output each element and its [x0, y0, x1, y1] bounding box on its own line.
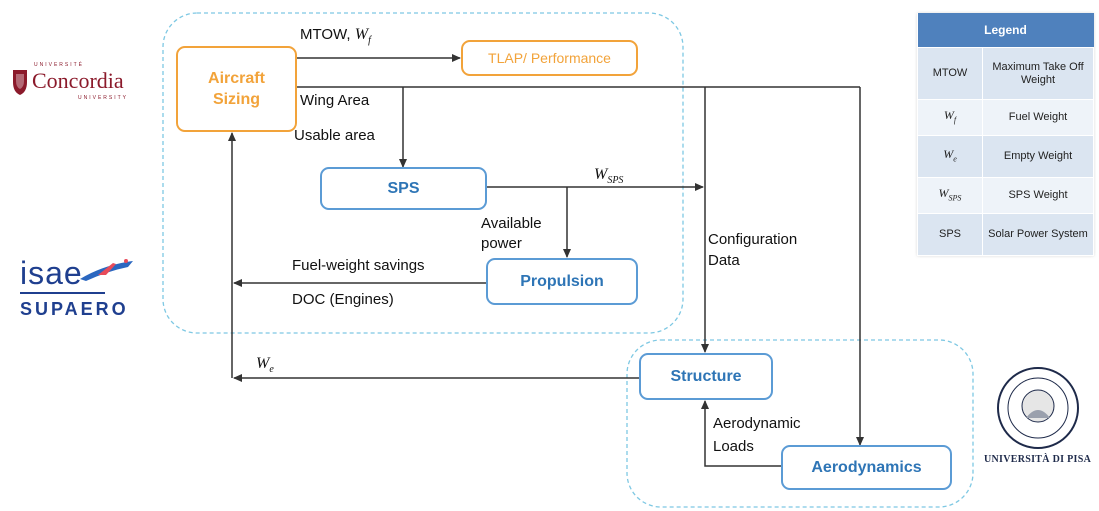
legend-row: SPS Solar Power System — [917, 213, 1094, 256]
tlap-performance-box: TLAP/ Performance — [461, 40, 638, 76]
legend-meaning: SPS Weight — [982, 177, 1094, 214]
aerodynamics-box: Aerodynamics — [781, 445, 952, 490]
analysis-group-outline — [626, 339, 974, 508]
concordia-logo: UNIVERSITÉ Concordia UNIVERSITY — [8, 62, 143, 102]
legend-row: MTOW Maximum Take Off Weight — [917, 47, 1094, 100]
wing-area-label: Wing Area — [300, 92, 370, 109]
propulsion-box: Propulsion — [486, 258, 638, 305]
supaero-wordmark: SUPAERO — [20, 299, 129, 319]
legend-meaning: Empty Weight — [982, 135, 1094, 178]
sps-box: SPS — [320, 167, 487, 210]
legend-symbol: We — [917, 135, 983, 178]
legend-title: Legend — [917, 13, 1094, 48]
structure-box: Structure — [639, 353, 773, 400]
usable-area-label: Usable area — [294, 127, 375, 144]
legend-table: Legend MTOW Maximum Take Off Weight Wf F… — [917, 13, 1094, 256]
pisa-logo: UNIVERSITÀ DI PISA — [982, 366, 1099, 466]
concordia-emblem-icon — [13, 70, 27, 95]
isae-wordmark: isae — [20, 255, 83, 291]
isae-divider — [20, 292, 105, 294]
data-label: Data — [708, 252, 740, 269]
isae-supaero-logo: isae SUPAERO — [20, 255, 140, 325]
loads-label: Loads — [713, 438, 754, 455]
isae-plane-icon — [80, 259, 133, 281]
configuration-label: Configuration — [708, 231, 798, 248]
we-label: We — [256, 355, 274, 375]
legend-symbol: Wf — [917, 99, 983, 136]
fuel-weight-savings-label: Fuel-weight savings — [292, 257, 425, 274]
legend-row: Wf Fuel Weight — [917, 99, 1094, 136]
pisa-wordmark: UNIVERSITÀ DI PISA — [984, 454, 1092, 465]
legend-symbol: SPS — [917, 213, 983, 256]
pisa-seal-icon — [997, 367, 1079, 449]
arrow-aero-to-structure — [701, 400, 782, 467]
aircraft-sizing-box: Aircraft Sizing — [176, 46, 297, 132]
mtow-wf-label: MTOW, Wf — [300, 26, 371, 46]
sizing-group-outline — [162, 12, 684, 334]
power-label: power — [481, 235, 522, 252]
legend-row: We Empty Weight — [917, 135, 1094, 178]
legend-meaning: Fuel Weight — [982, 99, 1094, 136]
concordia-top-text: UNIVERSITÉ — [34, 62, 85, 68]
legend-meaning: Maximum Take Off Weight — [982, 47, 1094, 100]
available-label: Available — [481, 215, 542, 232]
doc-engines-label: DOC (Engines) — [292, 291, 394, 308]
legend-row: WSPS SPS Weight — [917, 177, 1094, 214]
aerodynamic-label: Aerodynamic — [713, 415, 801, 432]
legend-symbol: WSPS — [917, 177, 983, 214]
concordia-wordmark: Concordia — [32, 68, 124, 93]
legend-meaning: Solar Power System — [982, 213, 1094, 256]
legend-symbol: MTOW — [917, 47, 983, 100]
wsps-label: WSPS — [594, 166, 624, 186]
concordia-bottom-text: UNIVERSITY — [78, 95, 129, 101]
